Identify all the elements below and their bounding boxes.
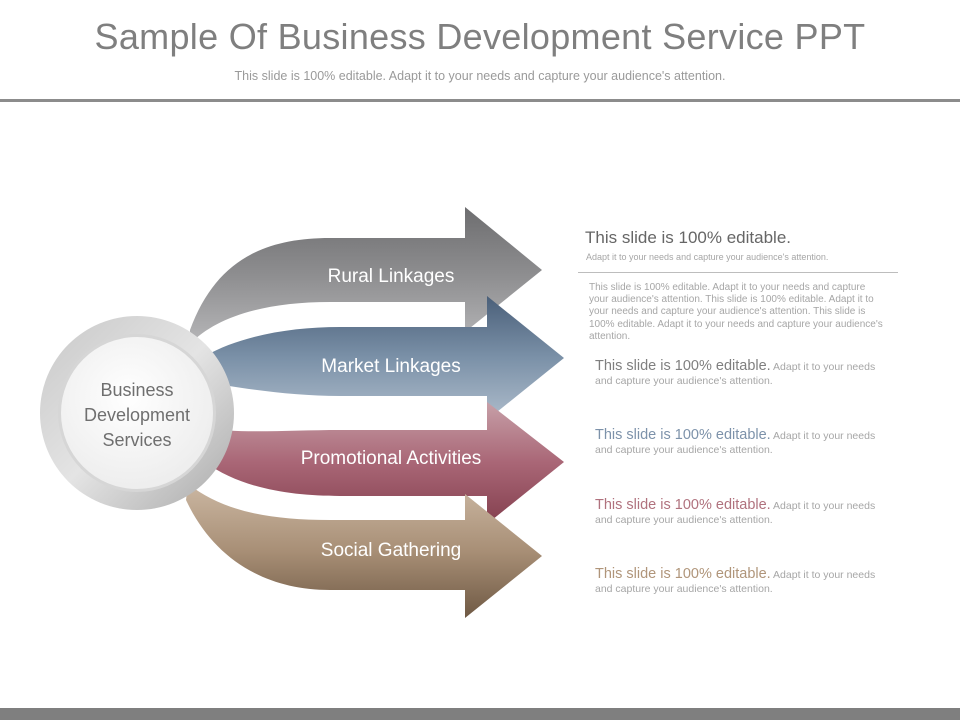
panel-paragraph: This slide is 100% editable. Adapt it to…: [589, 282, 883, 342]
panel-title: This slide is 100% editable.: [585, 228, 792, 247]
hub-label-line-2: Development: [83, 405, 191, 425]
list-item-4: This slide is 100% editable. Adapt it to…: [595, 567, 885, 596]
footer-bar: [0, 708, 960, 720]
arrow-rural-linkages: [190, 207, 542, 344]
list-item-lead: This slide is 100% editable.: [595, 497, 771, 513]
slide-subtitle: This slide is 100% editable. Adapt it to…: [234, 69, 726, 83]
hub-core: [61, 337, 213, 489]
slide-title: Sample Of Business Development Service P…: [94, 16, 866, 57]
arrow-label-promotional-activities: Promotional Activities: [300, 448, 482, 469]
arrow-market-linkages: [205, 296, 564, 420]
list-item-text: Adapt it to your needs and capture your …: [595, 430, 876, 456]
list-item-text: Adapt it to your needs and capture your …: [595, 500, 876, 526]
list-item-text: Adapt it to your needs and capture your …: [595, 361, 876, 387]
list-item-2: This slide is 100% editable. Adapt it to…: [595, 428, 885, 457]
arrow-label-rural-linkages: Rural Linkages: [327, 266, 455, 287]
list-item-lead: This slide is 100% editable.: [595, 427, 771, 443]
list-item-lead: This slide is 100% editable.: [595, 358, 771, 374]
hub-label-line-3: Services: [102, 430, 172, 450]
hub-label: Business Development Services: [58, 378, 216, 453]
list-item-text: Adapt it to your needs and capture your …: [595, 569, 876, 595]
arrow-label-social-gathering: Social Gathering: [320, 540, 462, 561]
arrow-label-market-linkages: Market Linkages: [321, 356, 461, 377]
list-item-1: This slide is 100% editable. Adapt it to…: [595, 359, 885, 388]
panel-divider: [578, 272, 898, 273]
list-item-lead: This slide is 100% editable.: [595, 566, 771, 582]
hub-label-line-1: Business: [100, 380, 174, 400]
header-divider: [0, 99, 960, 102]
list-item-3: This slide is 100% editable. Adapt it to…: [595, 498, 885, 527]
arrow-social-gathering: [186, 484, 542, 618]
arrow-promotional-activities: [205, 402, 564, 524]
panel-subtitle: Adapt it to your needs and capture your …: [586, 252, 829, 262]
